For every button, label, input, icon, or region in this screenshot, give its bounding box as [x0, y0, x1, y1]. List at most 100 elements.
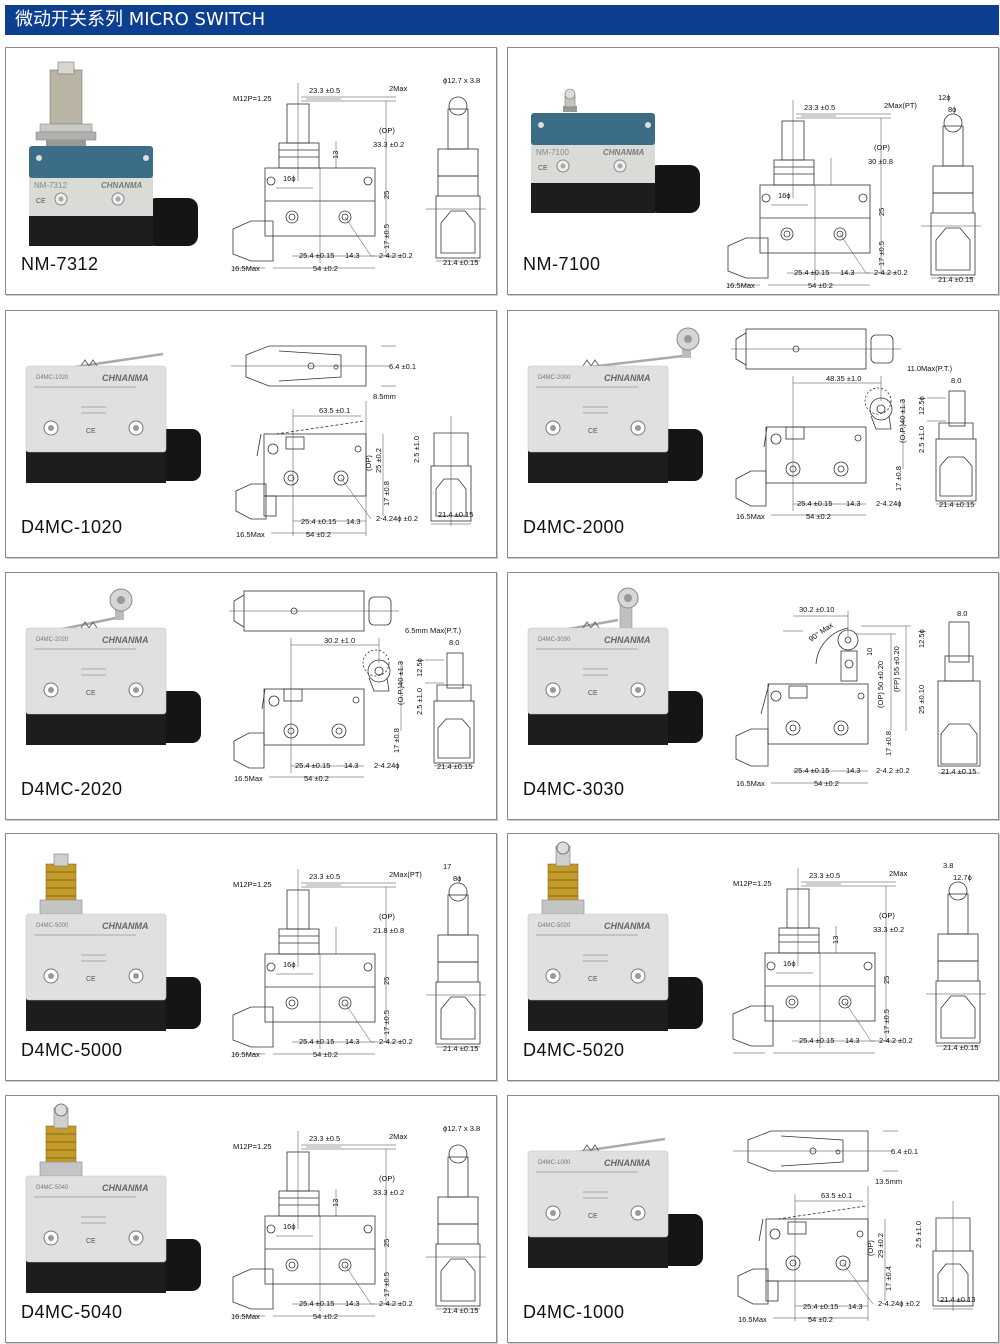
dimension-nose: 16.5Max: [231, 1050, 260, 1059]
dimension-op-label: (OP): [874, 143, 890, 152]
dimension-op: 25 ±0.2: [374, 448, 383, 473]
dimension-edge: 14.3: [344, 761, 359, 770]
dimension-side-a: 3.8: [943, 861, 953, 870]
ce-mark-icon: CE: [538, 165, 548, 172]
dimension-length: 54 ±0.2: [306, 530, 331, 539]
dimension-edge: 14.3: [345, 1037, 360, 1046]
dimension-side-h: 2.5 ±1.0: [412, 436, 421, 463]
dimension-op-label: (OP): [879, 911, 895, 920]
dimension-edge: 14.3: [846, 499, 861, 508]
photo-brand-label: CHNANMA: [101, 181, 143, 190]
dimension-lever: 48.35 ±1.0: [826, 374, 861, 383]
dimension-op-label: (OP): [379, 126, 395, 135]
dimension-side-a: ϕ12.7 x 3.8: [443, 76, 480, 85]
dimension-hole-dist: 16ϕ: [783, 959, 796, 968]
model-name: D4MC-5000: [21, 1040, 123, 1060]
photo-model-label: D4MC-3030: [538, 637, 571, 643]
dimension-holes: 2-4.2 ±0.2: [874, 268, 908, 277]
plunger: [49, 69, 83, 125]
dimension-nose: 16.5Max: [726, 281, 755, 290]
product-photo: D4MC-5040 CHNANMA CE: [25, 1103, 201, 1293]
dimension-mount: 17 ±0.8: [884, 731, 893, 756]
dimension-op-label: (OP): [866, 1240, 875, 1256]
dimension-bushing: 13: [831, 936, 840, 944]
dimension-mount: 17 ±0.4: [884, 1266, 893, 1291]
photo-brand-label: CHNANMA: [603, 148, 645, 157]
ce-mark-icon: CE: [588, 428, 598, 435]
model-name: D4MC-1020: [21, 517, 123, 537]
photo-brand-label: CHNANMA: [102, 373, 149, 383]
dimension-width: 21.4 ±0.15: [437, 762, 472, 771]
dimension-length: 54 ±0.2: [806, 512, 831, 521]
dimension-lever: 30.2 ±1.0: [324, 636, 355, 645]
product-photo: D4MC-5020 CHNANMA CE: [527, 841, 703, 1031]
dimension-side-a: 17: [443, 862, 451, 871]
photo-model-label: D4MC-1000: [538, 1160, 571, 1166]
photo-brand-label: CHNANMA: [102, 635, 149, 645]
dimension-nose: 16.5Max: [231, 1312, 260, 1321]
dimension-width: 21.4 ±0.13: [940, 1295, 975, 1304]
dimension-holes: 2-4.2 ±0.2: [379, 1299, 413, 1308]
dimension-side-a: 12ϕ: [938, 93, 951, 102]
model-name: D4MC-3030: [523, 779, 625, 799]
dimension-edge: 14.3: [848, 1302, 863, 1311]
ce-mark-icon: CE: [86, 428, 96, 435]
photo-nose: [146, 198, 198, 246]
dimension-side-h: 2.5 ±1.0: [415, 688, 424, 715]
photo-model-label: D4MC-5020: [538, 923, 571, 929]
dimension-roller-w: 8.0: [957, 609, 967, 618]
dimension-side-b: 12.7ϕ: [953, 873, 972, 882]
dimension-width: 21.4 ±0.15: [943, 1043, 978, 1052]
model-name: D4MC-5020: [523, 1040, 625, 1060]
dimension-length: 54 ±0.2: [304, 774, 329, 783]
photo-brand-label: CHNANMA: [102, 921, 149, 931]
dimension-width: 21.4 ±0.15: [443, 258, 478, 267]
ce-mark-icon: CE: [86, 690, 96, 697]
dimension-holes: 2-4.24ϕ: [374, 761, 399, 770]
dimension-length: 54 ±0.2: [808, 1315, 833, 1324]
dimension-roller-d: 12.5ϕ: [917, 396, 926, 415]
dimension-op: 33.3 ±0.2: [873, 925, 904, 934]
dimension-hole-dist: 16ϕ: [778, 191, 791, 200]
dimension-roller-w: 8.0: [951, 376, 961, 385]
photo-nose: [648, 165, 700, 213]
ce-mark-icon: CE: [588, 976, 598, 983]
photo-model-label: NM-7100: [536, 148, 569, 157]
dimension-op: (O.P.)40 ±1.3: [898, 399, 907, 443]
photo-brand-label: CHNANMA: [102, 1183, 149, 1193]
dimension-pitch: 25.4 ±0.15: [797, 499, 832, 508]
dimension-op-label: (OP): [379, 1174, 395, 1183]
model-name: NM-7100: [523, 254, 601, 274]
dimension-lever: 63.5 ±0.1: [821, 1191, 852, 1200]
dimension-op: 33.3 ±0.2: [373, 140, 404, 149]
dimension-pt: 11.0Max(P.T.): [907, 364, 953, 373]
dimension-hole-dist: 16ϕ: [283, 960, 296, 969]
photo-model-label: D4MC-5040: [36, 1185, 69, 1191]
photo-nose: [658, 691, 703, 743]
model-name: D4MC-5040: [21, 1302, 123, 1322]
dimension-pitch: 25.4 ±0.15: [794, 766, 829, 775]
photo-brand-label: CHNANMA: [604, 1158, 651, 1168]
dimension-width: 21.4 ±0.15: [438, 510, 473, 519]
dimension-mount: 17 ±0.8: [894, 466, 903, 491]
dimension-width: 21.4 ±0.15: [938, 275, 973, 284]
dimension-op: 33.3 ±0.2: [373, 1188, 404, 1197]
dimension-pt: 2Max: [389, 84, 408, 93]
dimension-mount: 17 ±0.8: [392, 728, 401, 753]
photo-nose: [658, 977, 703, 1029]
product-photo: D4MC-5000 CHNANMA CE: [25, 853, 201, 1031]
ce-mark-icon: CE: [588, 690, 598, 697]
photo-model-label: D4MC-2000: [538, 375, 571, 381]
photo-nose: [658, 1214, 703, 1266]
photo-nose: [156, 429, 201, 481]
dimension-pt: 13.5mm: [875, 1177, 902, 1186]
model-name: D4MC-2020: [21, 779, 123, 799]
dimension-stroke-x: 23.3 ±0.5: [309, 872, 340, 881]
dimension-op: (OP) 50 ±0.20: [876, 661, 885, 708]
